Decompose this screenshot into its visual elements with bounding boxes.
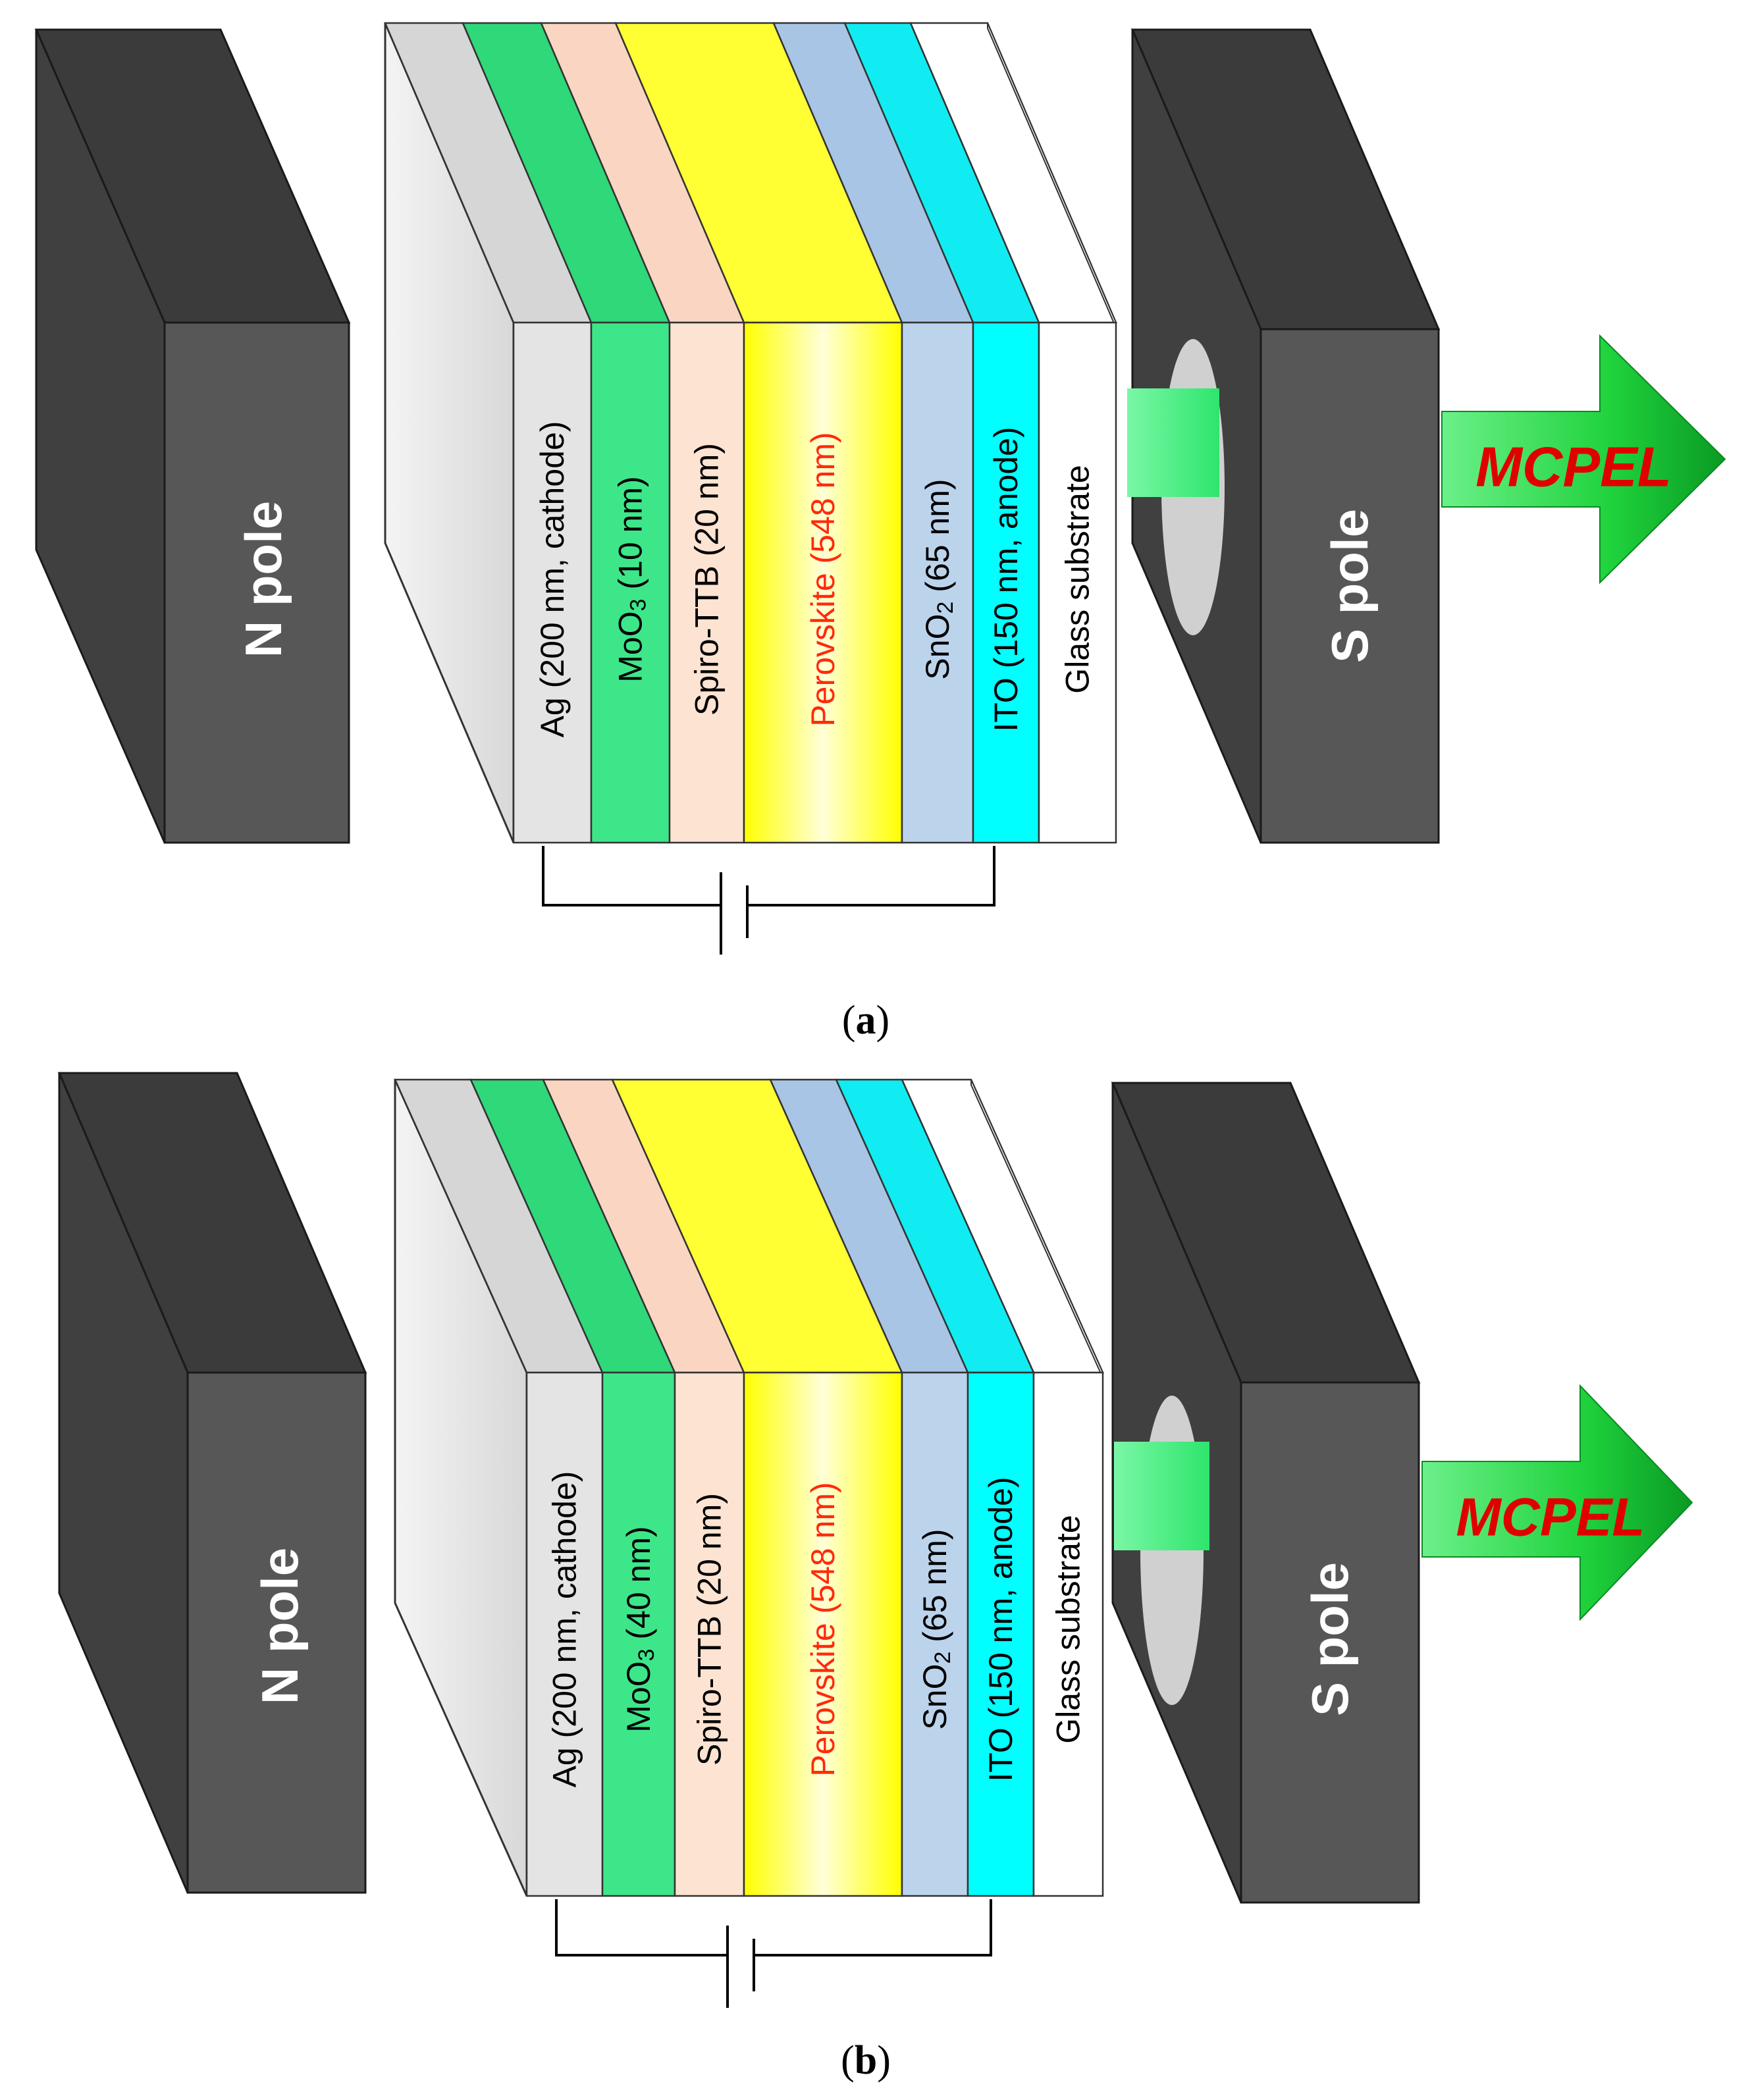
circuit-wire-left bbox=[542, 846, 721, 906]
circuit-wire-left bbox=[555, 1899, 728, 1956]
layer-label: Spiro-TTB (20 nm) bbox=[689, 443, 726, 716]
layer-front-face bbox=[512, 321, 593, 844]
layer-label: Perovskite (548 nm) bbox=[805, 1482, 841, 1776]
layer-front-face bbox=[901, 321, 974, 844]
layer-label: Ag (200 nm, cathode) bbox=[546, 1471, 583, 1788]
layer-front-face bbox=[901, 1371, 969, 1897]
battery-circuit bbox=[555, 1899, 992, 2008]
light-beam bbox=[1114, 1442, 1209, 1550]
layer-label: SnO2 (65 nm) bbox=[916, 1529, 955, 1729]
device-stack: Ag (200 nm, cathode) MoO3 (10 nm) Spiro-TT… bbox=[384, 22, 1117, 844]
panel-caption: (a) bbox=[842, 998, 889, 1043]
layer-label: ITO (150 nm, anode) bbox=[988, 427, 1024, 731]
n-pole-magnet: N pole bbox=[57, 1072, 367, 1894]
panel-a: N pole Ag (200 nm, cathode) MoO3 (10 nm) Sp… bbox=[34, 22, 1726, 1043]
layer-front-face bbox=[601, 1371, 676, 1897]
s-pole-label: S pole bbox=[1301, 1562, 1359, 1716]
layer-label: MoO3 (10 nm) bbox=[612, 476, 651, 682]
s-pole-magnet: S pole bbox=[1127, 28, 1441, 844]
n-pole-magnet: N pole bbox=[34, 28, 351, 844]
battery-circuit bbox=[542, 846, 995, 955]
n-pole-label: N pole bbox=[251, 1548, 309, 1704]
circuit-wire-right bbox=[754, 1899, 992, 1956]
layer-front-face bbox=[1032, 1371, 1104, 1897]
mcpel-label: MCPEL bbox=[1475, 436, 1672, 499]
s-pole-label: S pole bbox=[1321, 509, 1379, 663]
layer-label: Spiro-TTB (20 nm) bbox=[691, 1493, 728, 1766]
layer-front-face bbox=[1038, 321, 1117, 844]
panels-root: N pole Ag (200 nm, cathode) MoO3 (10 nm) Sp… bbox=[34, 22, 1726, 2083]
layer-label: ITO (150 nm, anode) bbox=[982, 1477, 1019, 1781]
s-pole-magnet: S pole bbox=[1111, 1082, 1421, 1904]
device-stack: Ag (200 nm, cathode) MoO3 (40 nm) Spiro-TT… bbox=[394, 1078, 1104, 1897]
s-pole-front-face bbox=[1240, 1381, 1420, 1904]
mcpel-arrow: MCPEL bbox=[1441, 334, 1726, 585]
panel-b: N pole Ag (200 nm, cathode) MoO3 (40 nm) Sp… bbox=[57, 1072, 1693, 2083]
s-pole-front-face bbox=[1259, 328, 1440, 844]
layer-label: Ag (200 nm, cathode) bbox=[534, 421, 571, 738]
layer-front-face bbox=[743, 321, 903, 844]
layer-label: SnO2 (65 nm) bbox=[919, 479, 958, 679]
circuit-wire-right bbox=[747, 846, 995, 906]
light-beam bbox=[1127, 388, 1219, 497]
layer-label: Perovskite (548 nm) bbox=[805, 432, 841, 726]
layer-front-face bbox=[674, 1371, 745, 1897]
panel-caption: (b) bbox=[841, 2038, 891, 2083]
n-pole-front-face bbox=[163, 321, 350, 844]
mcpel-label: MCPEL bbox=[1456, 1488, 1645, 1548]
layer-front-face bbox=[590, 321, 671, 844]
n-pole-front-face bbox=[186, 1371, 367, 1894]
layer-front-face bbox=[668, 321, 745, 844]
layer-front-face bbox=[967, 1371, 1035, 1897]
layer-front-face bbox=[743, 1371, 903, 1897]
mcpel-arrow-shape bbox=[1441, 334, 1726, 585]
mcpel-arrow-shape bbox=[1421, 1384, 1693, 1621]
layer-label: Glass substrate bbox=[1059, 465, 1096, 693]
layer-front-face bbox=[972, 321, 1040, 844]
layer-label: Glass substrate bbox=[1050, 1515, 1087, 1743]
layer-label: MoO3 (40 nm) bbox=[620, 1526, 659, 1732]
n-pole-label: N pole bbox=[234, 501, 292, 658]
mcpel-arrow: MCPEL bbox=[1421, 1384, 1693, 1621]
